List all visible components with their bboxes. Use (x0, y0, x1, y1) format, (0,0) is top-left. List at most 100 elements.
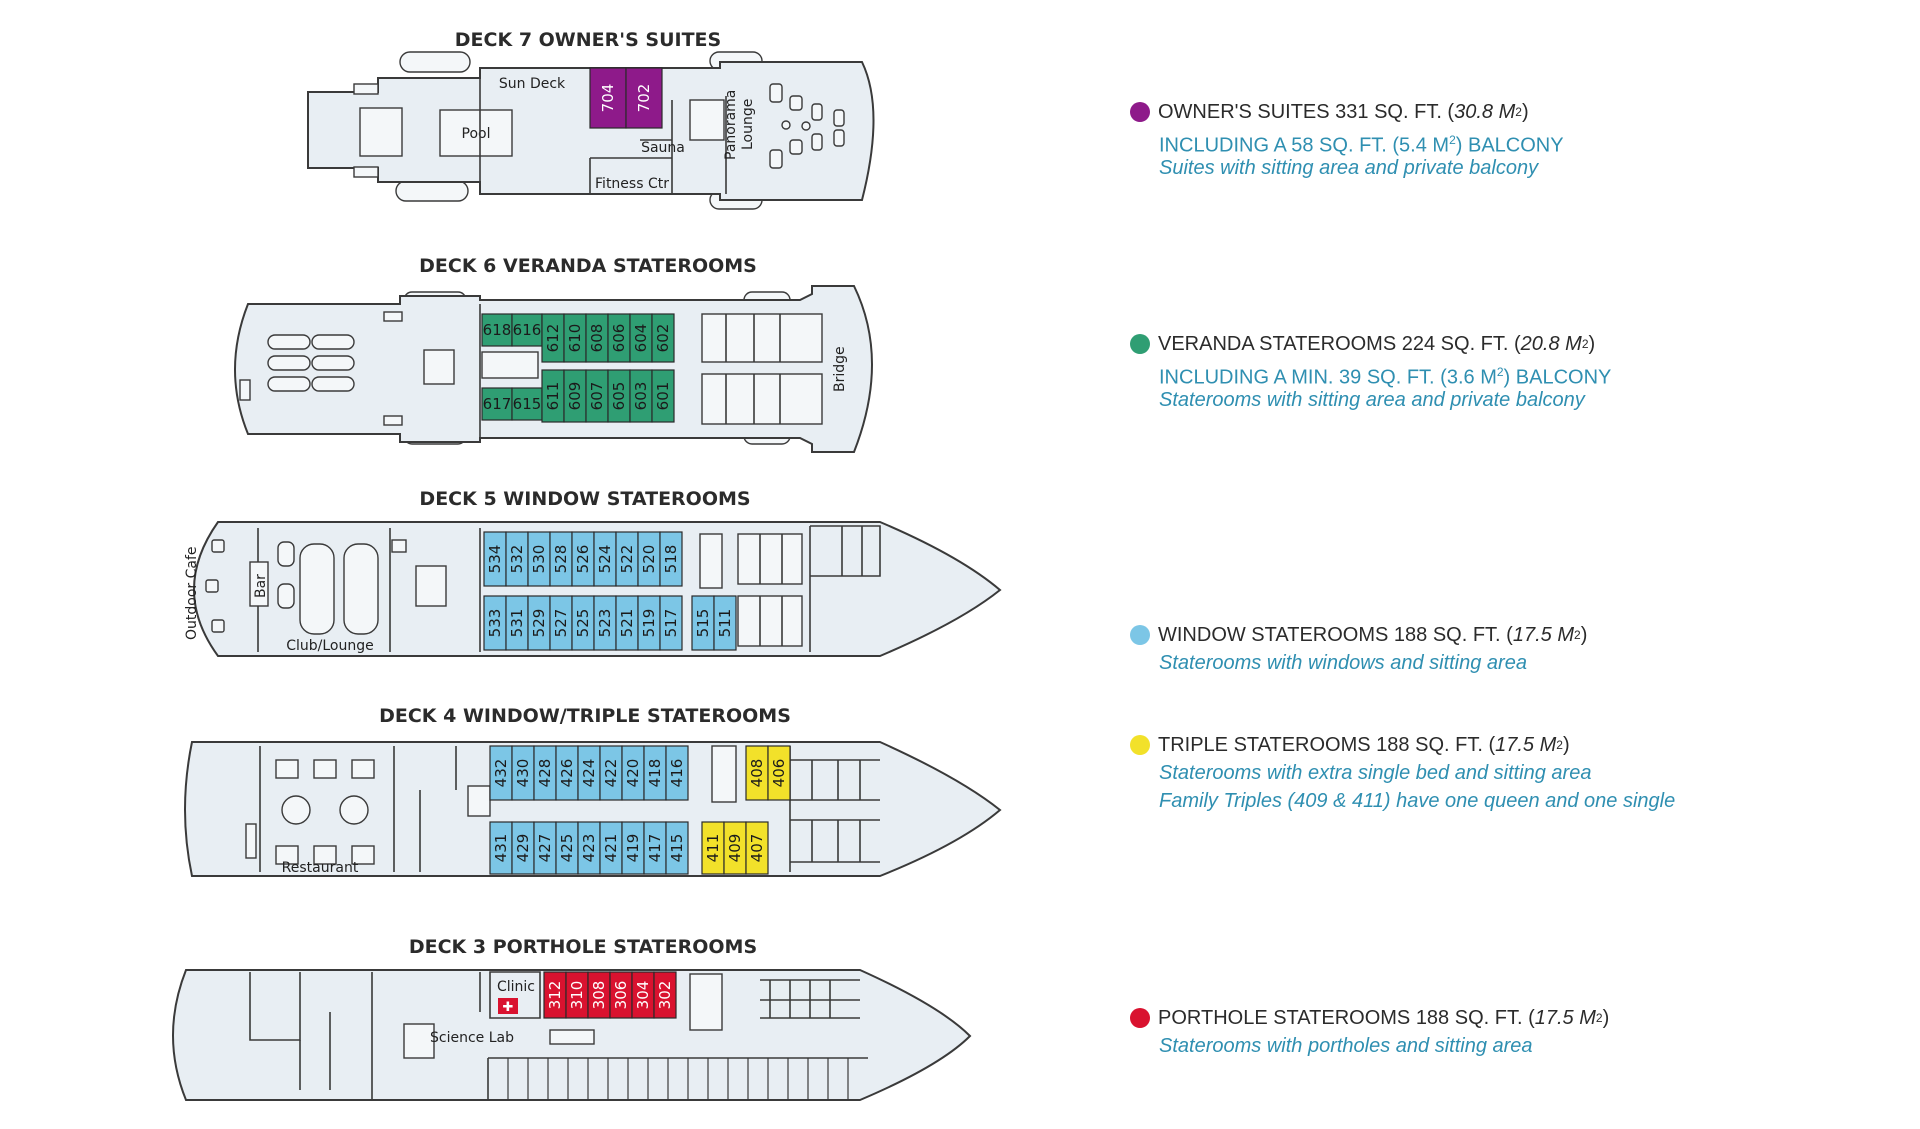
stateroom-number: 424 (580, 759, 598, 788)
porthole-dot-icon (1130, 1008, 1150, 1028)
stateroom-415 (665, 821, 689, 875)
sun-deck-label: Sun Deck (499, 76, 566, 92)
stateroom-number: 609 (566, 382, 584, 411)
stateroom-number: 607 (588, 382, 606, 411)
stateroom-number: 605 (610, 382, 628, 411)
stateroom-number: 422 (602, 759, 620, 788)
stateroom-number: 428 (536, 759, 554, 788)
owner-dot-icon (1130, 102, 1150, 122)
stateroom-number: 519 (640, 609, 658, 638)
stateroom-number: 527 (552, 609, 570, 638)
veranda-dot-icon (1130, 334, 1150, 354)
stateroom-618 (481, 313, 513, 347)
stateroom-number: 612 (544, 324, 562, 353)
deck-plans: DECK 7 OWNER'S SUITES Pool Sun Deck Saun… (172, 29, 1002, 1101)
stateroom-number: 604 (632, 324, 650, 353)
club-lounge-label: Club/Lounge (286, 638, 374, 654)
stateroom-number: 306 (612, 981, 630, 1010)
stateroom-number: 416 (668, 759, 686, 788)
svg-text:✚: ✚ (503, 1000, 514, 1015)
lounge-label: Lounge (740, 99, 756, 150)
restaurant-label: Restaurant (282, 860, 359, 876)
stateroom-number: 308 (590, 981, 608, 1010)
deck-3-title: DECK 3 PORTHOLE STATEROOMS (409, 936, 757, 958)
stateroom-number: 409 (726, 834, 744, 863)
stateroom-518 (659, 531, 683, 587)
stateroom-number: 518 (662, 545, 680, 574)
bar-label: Bar (253, 574, 269, 598)
panorama-label: Panorama (723, 90, 739, 160)
deck-7-plan: Pool Sun Deck Sauna Fitness Ctr Panorama… (307, 51, 875, 210)
stateroom-number: 415 (668, 834, 686, 863)
stateroom-517 (659, 595, 683, 651)
outdoor-cafe-label: Outdoor Cafe (184, 546, 200, 640)
stateroom-number: 517 (662, 609, 680, 638)
sauna-label: Sauna (641, 140, 685, 156)
stateroom-511 (713, 595, 737, 651)
stateroom-number: 532 (508, 545, 526, 574)
stateroom-number: 407 (748, 834, 766, 863)
stateroom-number: 427 (536, 834, 554, 863)
stateroom-615 (511, 387, 543, 421)
stateroom-302 (653, 971, 677, 1019)
stateroom-number: 406 (770, 759, 788, 788)
triple-dot-icon (1130, 735, 1150, 755)
stateroom-number: 534 (486, 545, 504, 574)
stateroom-number: 431 (492, 834, 510, 863)
stateroom-number: 610 (566, 324, 584, 353)
stateroom-number: 312 (546, 981, 564, 1010)
stateroom-number: 420 (624, 759, 642, 788)
stateroom-number: 522 (618, 545, 636, 574)
deck-5-title: DECK 5 WINDOW STATEROOMS (419, 488, 750, 510)
window-dot-icon (1130, 625, 1150, 645)
stateroom-number: 304 (634, 981, 652, 1010)
stateroom-601 (651, 369, 675, 423)
stateroom-number: 617 (483, 395, 512, 413)
clinic-label: Clinic (497, 979, 535, 995)
stateroom-number: 520 (640, 545, 658, 574)
stateroom-number: 531 (508, 609, 526, 638)
stateroom-number: 603 (632, 382, 650, 411)
stateroom-406 (767, 745, 791, 801)
deck-4-title: DECK 4 WINDOW/TRIPLE STATEROOMS (379, 705, 791, 727)
fitness-label: Fitness Ctr (595, 176, 669, 192)
stateroom-number: 411 (704, 834, 722, 863)
bridge-label: Bridge (832, 346, 848, 392)
stateroom-number: 611 (544, 382, 562, 411)
stateroom-number: 528 (552, 545, 570, 574)
stateroom-602 (651, 313, 675, 363)
stateroom-number: 302 (656, 981, 674, 1010)
deck-6-title: DECK 6 VERANDA STATEROOMS (419, 255, 757, 277)
stateroom-number: 408 (748, 759, 766, 788)
stateroom-number: 523 (596, 609, 614, 638)
stateroom-number: 511 (716, 609, 734, 638)
stateroom-number: 423 (580, 834, 598, 863)
stateroom-number: 425 (558, 834, 576, 863)
stateroom-number: 310 (568, 981, 586, 1010)
stateroom-number: 618 (483, 321, 512, 339)
stateroom-number: 533 (486, 609, 504, 638)
stateroom-416 (665, 745, 689, 801)
stateroom-number: 515 (694, 609, 712, 638)
stateroom-number: 615 (513, 395, 542, 413)
stateroom-number: 430 (514, 759, 532, 788)
stateroom-number: 421 (602, 834, 620, 863)
stateroom-number: 419 (624, 834, 642, 863)
stateroom-number: 526 (574, 545, 592, 574)
deck-4-plan: Restaurant (184, 741, 1002, 877)
stateroom-702 (625, 67, 663, 129)
deck-6-plan: Bridge (234, 285, 873, 453)
stateroom-number: 426 (558, 759, 576, 788)
stateroom-number: 608 (588, 324, 606, 353)
stateroom-number: 704 (599, 84, 617, 113)
stateroom-number: 418 (646, 759, 664, 788)
